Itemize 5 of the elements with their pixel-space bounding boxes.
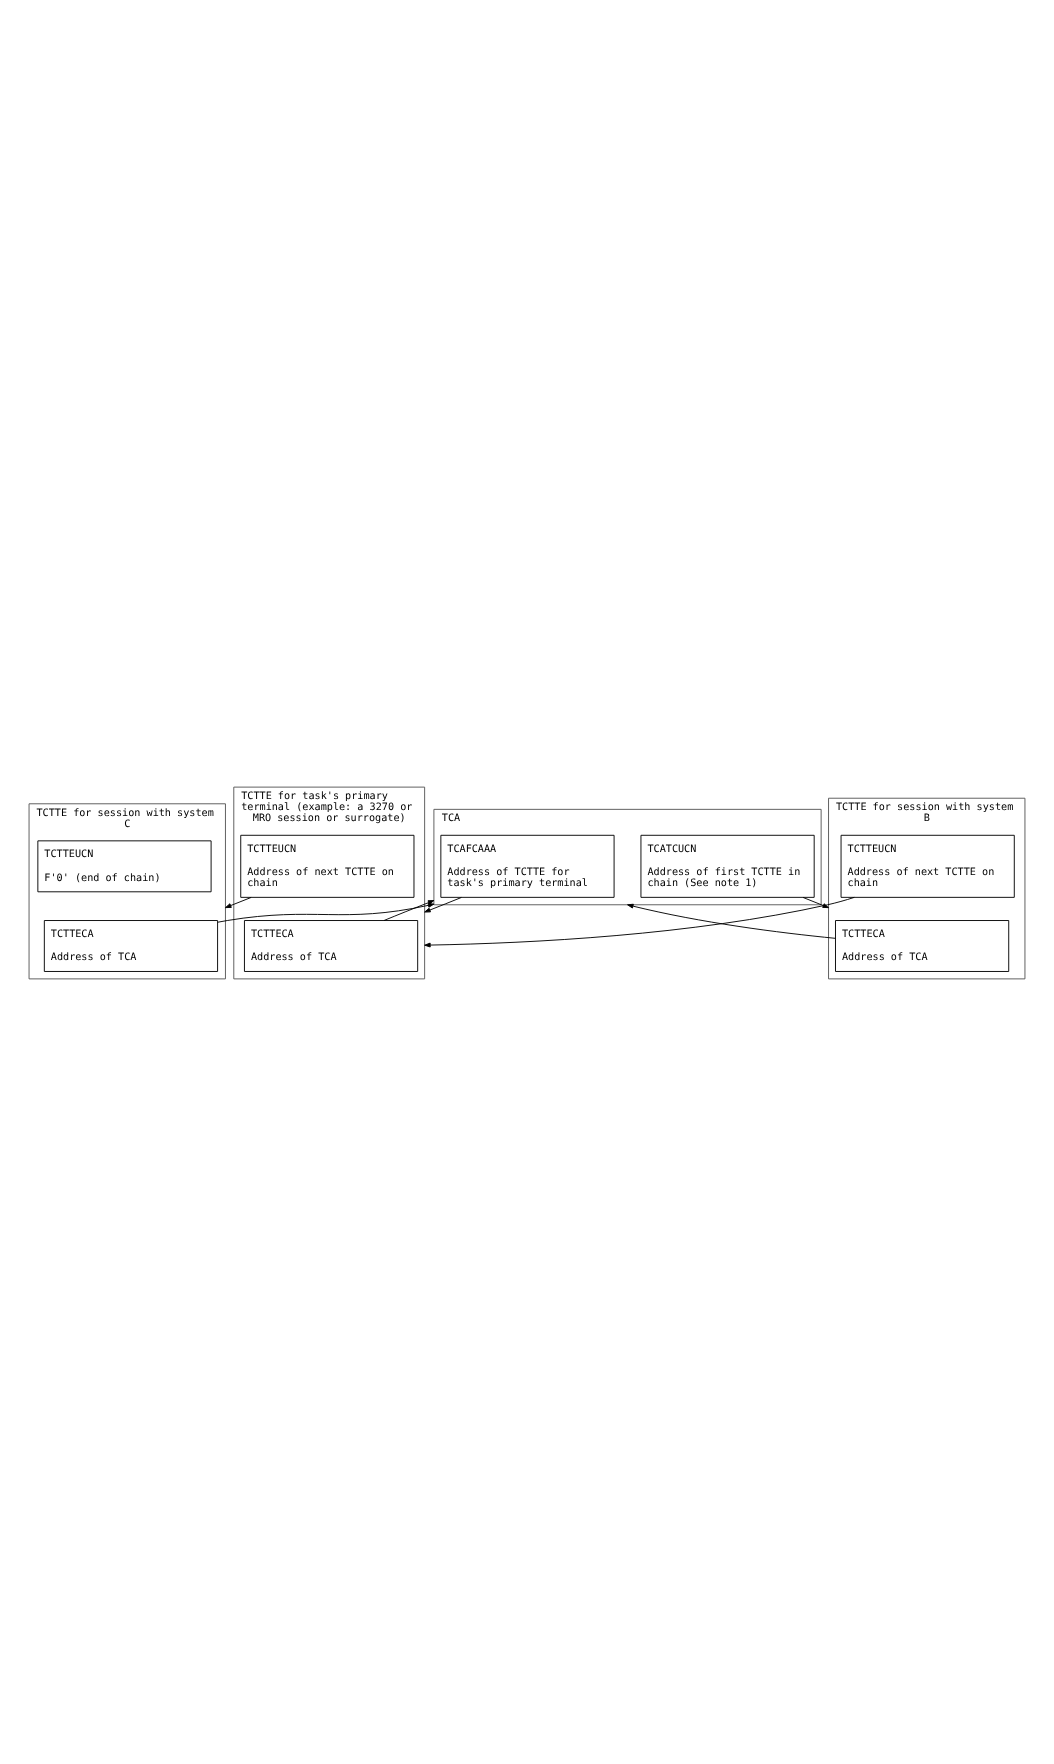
arrow — [217, 901, 435, 922]
arrow — [424, 895, 855, 947]
arrow — [225, 896, 252, 908]
arrow — [383, 899, 435, 920]
arrow — [424, 896, 462, 912]
